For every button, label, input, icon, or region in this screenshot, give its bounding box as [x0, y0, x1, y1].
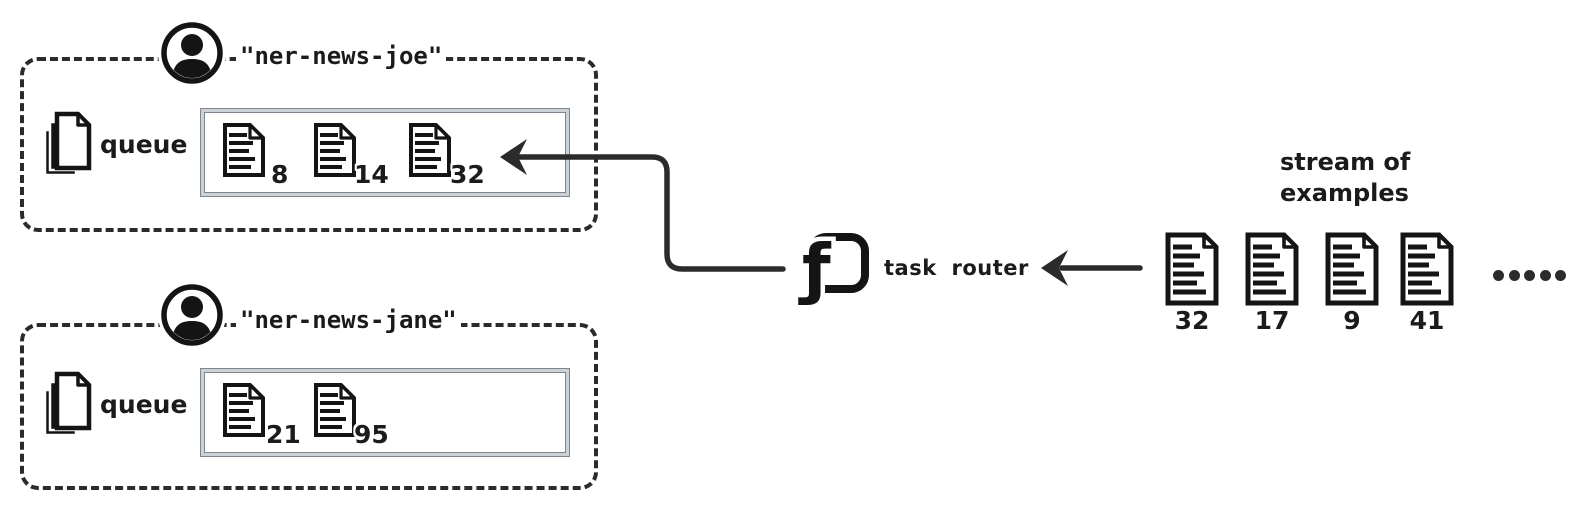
stream-title: stream of examples — [1280, 148, 1411, 207]
task-router-label: task router — [884, 256, 1029, 280]
user-avatar-icon — [158, 281, 226, 349]
document-icon — [221, 122, 267, 178]
queue-label: queue — [100, 390, 188, 419]
stream-item-count: 9 — [1343, 306, 1361, 335]
prodigy-logo-icon: ƒ — [796, 228, 876, 312]
task-count: 14 — [354, 160, 389, 189]
stream-item-count: 32 — [1174, 306, 1210, 335]
stream-item-count: 17 — [1254, 306, 1290, 335]
arrowhead-left-icon — [1041, 250, 1068, 286]
task-count: 32 — [450, 160, 485, 189]
document-icon — [1324, 232, 1380, 306]
document-icon — [1164, 232, 1220, 306]
task-count: 95 — [354, 420, 389, 449]
queue-stack-icon — [42, 371, 94, 439]
document-icon — [1399, 232, 1455, 306]
task-count: 21 — [266, 420, 301, 449]
ellipsis-dot — [1493, 270, 1504, 281]
ellipsis-dot — [1509, 270, 1520, 281]
ellipsis-dot — [1555, 270, 1566, 281]
queue-label: queue — [100, 130, 188, 159]
stream-item-count: 41 — [1409, 306, 1445, 335]
user-avatar-icon — [158, 19, 226, 87]
queue-stack-icon — [42, 111, 94, 179]
queue-name-label: "ner-news-jane" — [236, 305, 461, 335]
document-icon — [221, 382, 267, 438]
document-icon — [312, 382, 358, 438]
svg-text:ƒ: ƒ — [798, 230, 832, 307]
task-count: 8 — [271, 160, 289, 189]
queue-name-label: "ner-news-joe" — [236, 41, 447, 71]
document-icon — [312, 122, 358, 178]
ellipsis-dot — [1524, 270, 1535, 281]
ellipsis-dot — [1540, 270, 1551, 281]
document-icon — [1244, 232, 1300, 306]
document-icon — [407, 122, 453, 178]
